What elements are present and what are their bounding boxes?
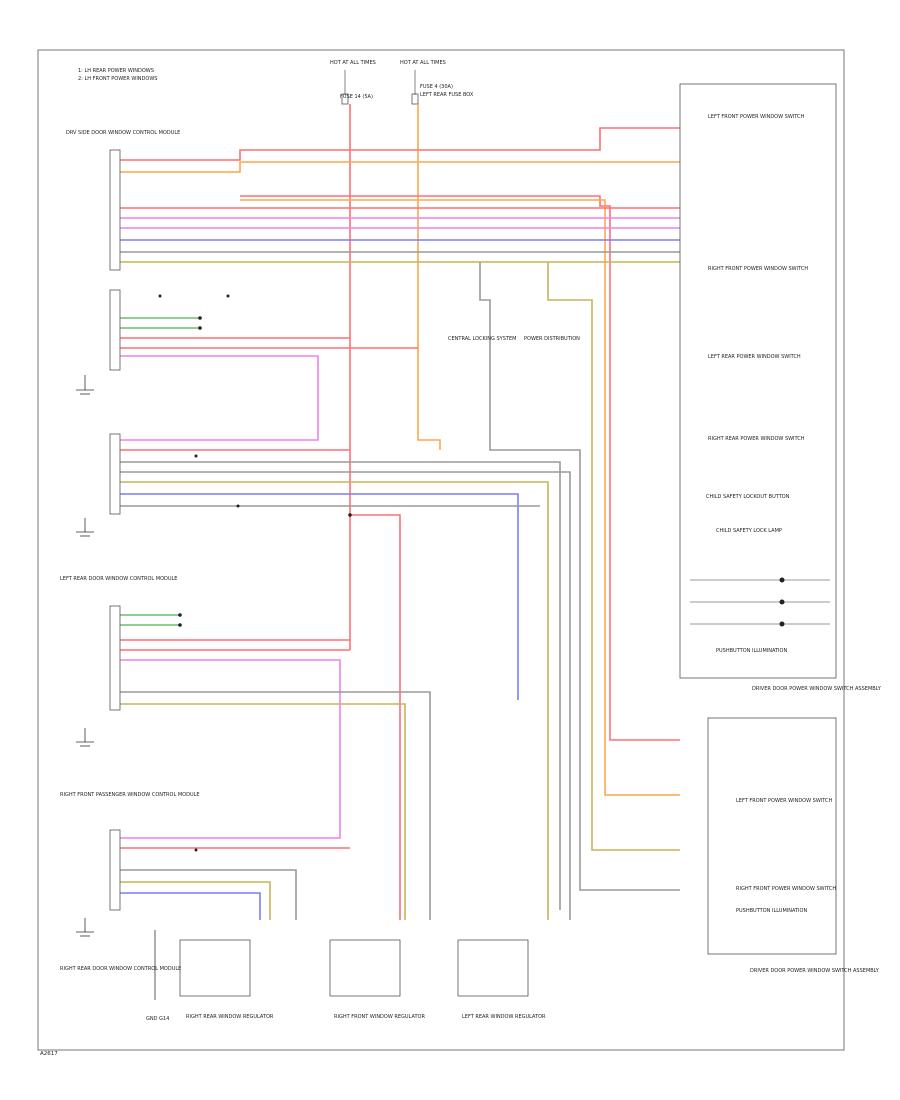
wire-pink-rf	[120, 659, 341, 839]
wire-gray-lr2	[120, 471, 571, 920]
rp-bot-assembly: DRIVER DOOR POWER WINDOW SWITCH ASSEMBLY	[750, 968, 880, 974]
wire-red-top	[120, 127, 680, 161]
wire-olive-br	[547, 262, 680, 851]
driver-door-module: DRV SIDE DOOR WINDOW CONTROL MODULE	[66, 130, 180, 371]
power-dist-label: POWER DISTRIBUTION	[524, 336, 580, 342]
fuse-right-title: HOT AT ALL TIMES	[400, 60, 446, 66]
wire-gray-br	[479, 262, 680, 891]
driver-door-module-label: DRV SIDE DOOR WINDOW CONTROL MODULE	[66, 130, 180, 136]
rp-top-switch3: LEFT REAR POWER WINDOW SWITCH	[708, 354, 801, 360]
wire-pink-3	[120, 355, 319, 441]
central-lock-label: CENTRAL LOCKING SYSTEM	[448, 336, 516, 342]
rp-top-pushbutton: PUSHBUTTON ILLUMINATION	[716, 648, 787, 654]
wire-orange-feed	[417, 104, 441, 450]
regulator-3: LEFT REAR WINDOW REGULATOR	[457, 939, 546, 1020]
right-rear-connector	[109, 829, 121, 911]
diagram-frame	[37, 49, 845, 1051]
fuse-left-fuse: FUSE 14 (5A)	[340, 94, 373, 100]
ground-symbol-2	[76, 518, 94, 537]
ground-symbol-4	[76, 918, 94, 937]
legend-line-1: 1: LH REAR POWER WINDOWS	[78, 68, 154, 74]
ground-symbol-1	[76, 375, 94, 395]
wire-blue-rr	[120, 892, 261, 920]
fuse-right-fuse: FUSE 4 (30A)	[420, 84, 453, 90]
wire-harness	[120, 104, 680, 920]
page-id: A2617	[40, 1051, 58, 1057]
wire-red-2	[240, 195, 680, 741]
rp-top-switch1: LEFT FRONT POWER WINDOW SWITCH	[708, 114, 804, 120]
rp-top-assembly: DRIVER DOOR POWER WINDOW SWITCH ASSEMBLY	[752, 686, 882, 692]
wire-gray-lr	[120, 461, 561, 910]
wire-red-rf	[350, 514, 401, 920]
wire-orange-2	[240, 199, 680, 796]
left-rear-connector	[109, 433, 121, 515]
wire-olive-rr	[120, 881, 271, 920]
regulator-3-label: LEFT REAR WINDOW REGULATOR	[462, 1014, 546, 1020]
right-panel-bottom: LEFT FRONT POWER WINDOW SWITCH RIGHT FRO…	[707, 717, 880, 974]
wire-blue-lr	[120, 493, 519, 700]
rp-bot-switch1: LEFT FRONT POWER WINDOW SWITCH	[736, 798, 832, 804]
wire-olive-rf	[120, 703, 406, 920]
fuse-left-title: HOT AT ALL TIMES	[330, 60, 376, 66]
regulator-2: RIGHT FRONT WINDOW REGULATOR	[329, 939, 425, 1020]
rp-top-childlock-led: CHILD SAFETY LOCK LAMP	[716, 528, 782, 534]
driver-connector	[109, 149, 121, 271]
driver-connector-2	[109, 289, 121, 371]
regulator-2-label: RIGHT FRONT WINDOW REGULATOR	[334, 1014, 425, 1020]
regulator-1: RIGHT REAR WINDOW REGULATOR	[179, 939, 274, 1020]
rp-bot-pushbutton: PUSHBUTTON ILLUMINATION	[736, 908, 807, 914]
wire-olive-lr	[120, 481, 549, 920]
splice-dots	[158, 294, 352, 852]
wire-gray-rr	[120, 869, 297, 920]
right-rear-module-label: RIGHT REAR DOOR WINDOW CONTROL MODULE	[60, 966, 181, 972]
wire-orange-top	[120, 161, 680, 173]
regulator-1-label: RIGHT REAR WINDOW REGULATOR	[186, 1014, 274, 1020]
rp-top-childlock: CHILD SAFETY LOCKOUT BUTTON	[706, 494, 790, 500]
fuse-right-sub: LEFT REAR FUSE BOX	[420, 92, 474, 98]
right-front-connector	[109, 605, 121, 711]
ground-symbol-3	[76, 728, 94, 747]
rp-top-switch2: RIGHT FRONT POWER WINDOW SWITCH	[708, 266, 808, 272]
rp-top-switch4: RIGHT REAR POWER WINDOW SWITCH	[708, 436, 805, 442]
wire-gray-rf	[120, 691, 431, 920]
left-rear-module-label: LEFT REAR DOOR WINDOW CONTROL MODULE	[60, 576, 177, 582]
ground-label: GND G14	[146, 1016, 169, 1022]
legend-line-2: 2: LH FRONT POWER WINDOWS	[78, 76, 157, 82]
right-panel-top: LEFT FRONT POWER WINDOW SWITCH RIGHT FRO…	[679, 83, 882, 692]
right-front-module-label: RIGHT FRONT PASSENGER WINDOW CONTROL MOD…	[60, 792, 200, 798]
rp-bot-switch2: RIGHT FRONT POWER WINDOW SWITCH	[736, 886, 836, 892]
